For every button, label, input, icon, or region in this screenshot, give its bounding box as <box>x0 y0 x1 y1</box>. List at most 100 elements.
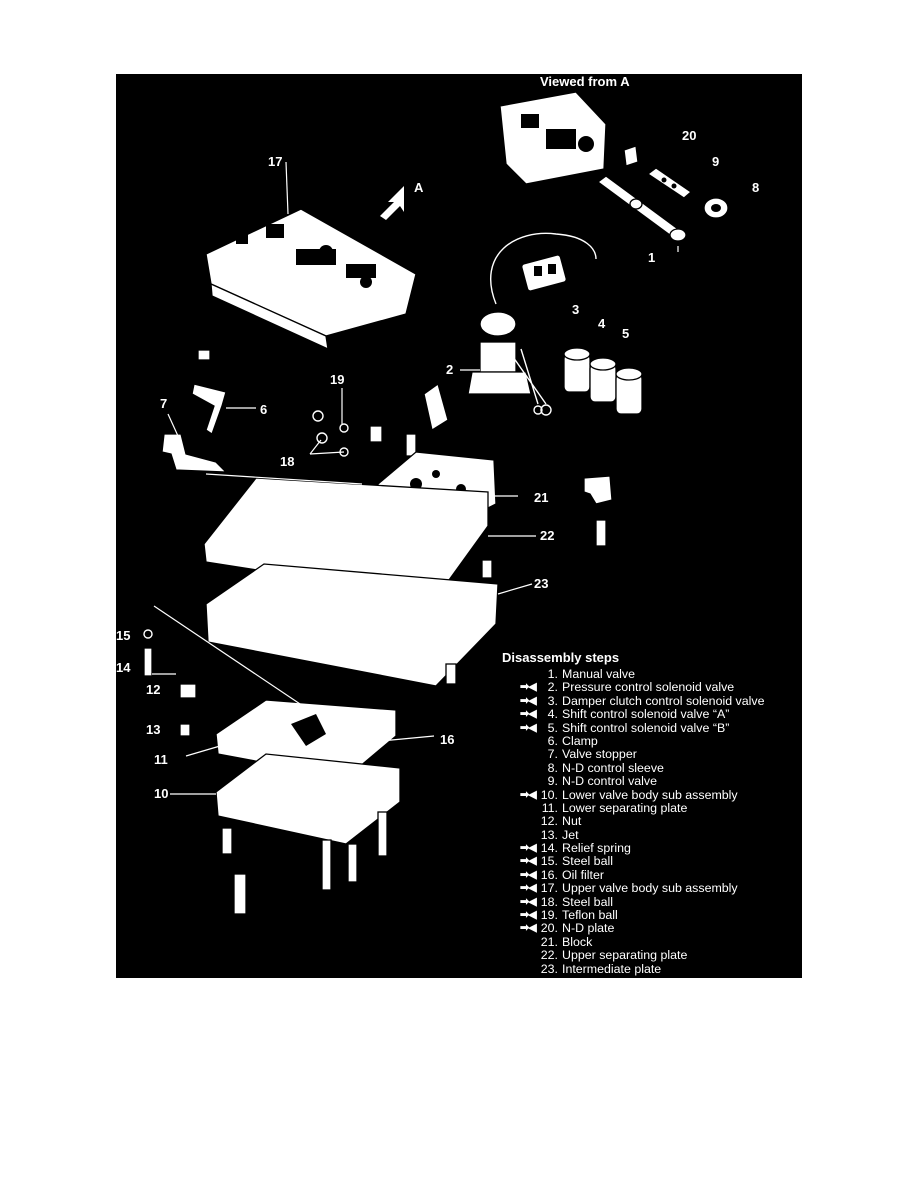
step-number: 16. <box>540 867 558 882</box>
step-number: 2. <box>547 680 558 695</box>
callout-20: 20 <box>682 128 696 143</box>
callout-3: 3 <box>572 302 579 317</box>
step-name: Manual valve <box>562 667 636 681</box>
callout-17: 17 <box>268 154 282 169</box>
step-number: 17. <box>540 881 558 896</box>
step-number: 23. <box>540 961 558 976</box>
disassembly-step: ➡◀15.Steel ball <box>496 854 802 869</box>
disassembly-step: ➡◀20.N-D plate <box>496 921 802 936</box>
callout-16: 16 <box>440 732 454 747</box>
step-number: 7. <box>547 747 558 762</box>
step-name: Intermediate plate <box>562 961 662 976</box>
step-name: Shift control solenoid valve “B” <box>562 720 730 735</box>
callout-22: 22 <box>540 528 554 543</box>
disassembly-step: 6.Clamp <box>496 733 802 748</box>
disassembly-step: 21. Block <box>496 934 802 949</box>
disassembly-step: ➡◀17. Upper valve body sub assembly <box>496 881 802 896</box>
step-name: Relief spring <box>562 841 631 856</box>
callout-8: 8 <box>752 180 759 195</box>
step-number: 21. <box>540 934 558 949</box>
callout-19: 19 <box>330 372 344 387</box>
step-number: 22. <box>540 948 558 963</box>
viewed-from-a-assembly <box>499 91 607 185</box>
nd-plate-20 <box>623 145 639 167</box>
callout-1: 1 <box>648 250 655 265</box>
step-number: 3. <box>547 693 558 708</box>
step-marker-icon: ➡◀ <box>520 842 537 855</box>
step-number: 11. <box>541 800 558 815</box>
callout-13: 13 <box>146 722 160 737</box>
step-marker-icon: ➡◀ <box>520 882 537 895</box>
disassembly-step: 11.Lower separating plate <box>496 800 802 815</box>
leader-lines <box>152 161 679 795</box>
step-marker-icon: ➡◀ <box>520 721 537 734</box>
callout-23: 23 <box>534 576 548 591</box>
clamp-6-and-stopper-7 <box>161 349 449 473</box>
lower-valve-body-10 <box>215 753 401 845</box>
callout-7: 7 <box>160 396 167 411</box>
step-marker-icon: ➡◀ <box>520 922 537 935</box>
callout-2: 2 <box>446 362 453 377</box>
callout-6: 6 <box>260 402 267 417</box>
step-number: 20. <box>540 921 558 936</box>
step-marker-icon: ➡◀ <box>520 895 537 908</box>
step-marker-icon: ➡◀ <box>520 909 537 922</box>
step-name: Clamp <box>562 733 598 748</box>
callout-14: 14 <box>116 660 131 675</box>
disassembly-step: ➡◀4.Shift control solenoid valve “A” <box>496 707 802 722</box>
solenoids-3-4-5 <box>563 347 643 415</box>
callout-5: 5 <box>622 326 629 341</box>
step-number: 1. <box>547 667 558 681</box>
step-marker-icon: ➡◀ <box>520 855 537 868</box>
step-name: Nut <box>562 814 582 829</box>
callout-12: 12 <box>146 682 160 697</box>
pressure-control-solenoid-2 <box>467 311 552 416</box>
callout-arrow-a: A <box>414 180 424 195</box>
step-number: 5. <box>547 720 558 735</box>
manual-valve-1 <box>596 175 687 242</box>
step-name: Steel ball <box>562 854 613 869</box>
step-name: Valve stopper <box>562 747 637 762</box>
step-marker-icon: ➡◀ <box>520 788 537 801</box>
step-number: 18. <box>540 894 558 909</box>
disassembly-step: ➡◀3.Damper clutch control solenoid valve <box>496 693 802 708</box>
disassembly-step: ➡◀ 5. Shift control solenoid valve “B” <box>496 720 802 735</box>
step-name: Lower valve body sub assembly <box>562 787 738 802</box>
step-number: 12. <box>540 814 558 829</box>
disassembly-step: 23. Intermediate plate <box>496 961 802 976</box>
step-name: Steel ball <box>562 894 613 909</box>
step-number: 14. <box>540 841 558 856</box>
bolts <box>221 663 457 915</box>
step-name: Pressure control solenoid valve <box>562 680 735 695</box>
callout-15: 15 <box>116 628 130 643</box>
step-marker-icon: ➡◀ <box>520 708 537 721</box>
small-parts-12-13-14-15 <box>143 629 197 737</box>
viewed-from-a-label: Viewed from A <box>540 74 630 89</box>
step-name: Shift control solenoid valve “A” <box>562 707 730 722</box>
callout-21: 21 <box>534 490 548 505</box>
step-name: Oil filter <box>562 867 604 882</box>
callout-11: 11 <box>154 752 168 767</box>
disassembly-step: ➡◀16.Oil filter <box>496 867 802 882</box>
disassembly-step: ➡◀14. Relief spring <box>496 841 802 856</box>
nd-control-valve-9 <box>646 167 693 199</box>
callout-4: 4 <box>598 316 606 331</box>
disassembly-step: ➡◀19.Teflon ball <box>496 908 802 922</box>
step-number: 9. <box>547 774 558 789</box>
disassembly-step: 13.Jet <box>496 828 802 842</box>
step-name: N-D control sleeve <box>562 760 664 775</box>
nd-control-sleeve-8 <box>703 197 729 219</box>
disassembly-step: ➡◀10. Lower valve body sub assembly <box>496 787 802 802</box>
disassembly-step: 9.N-D control valve <box>496 774 802 789</box>
callout-9: 9 <box>712 154 719 169</box>
step-marker-icon: ➡◀ <box>520 681 537 694</box>
disassembly-step: ➡◀18. Steel ball <box>496 894 802 909</box>
disassembly-step: 12. Nut <box>496 814 802 829</box>
step-name: Upper valve body sub assembly <box>562 881 738 896</box>
step-name: Block <box>562 934 593 949</box>
view-arrow-a <box>380 186 404 220</box>
callout-numbers: 17 A 20 9 8 1 3 4 5 2 19 7 6 18 21 22 23… <box>116 128 759 801</box>
disassembly-step: 1. Manual valve <box>496 667 802 681</box>
step-number: 10. <box>540 787 558 802</box>
disassembly-step: ➡◀ 2. Pressure control solenoid valve <box>496 680 802 695</box>
